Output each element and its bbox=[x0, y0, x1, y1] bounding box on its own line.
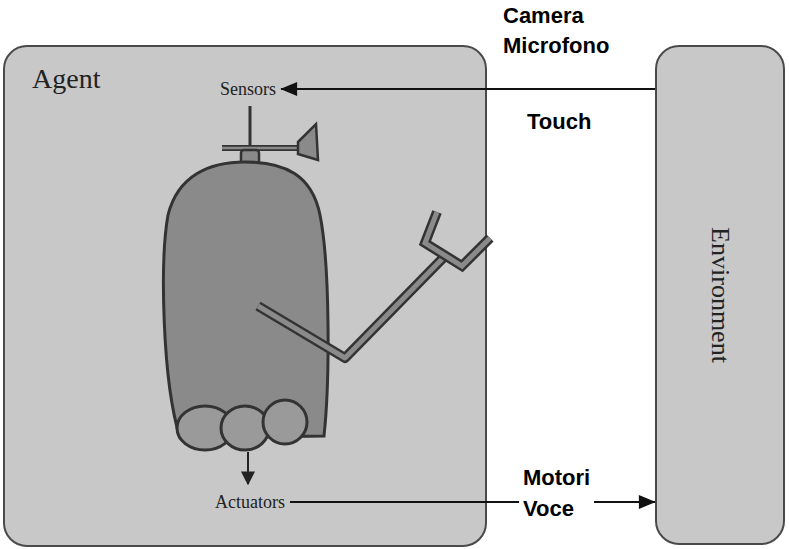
robot-body bbox=[164, 162, 329, 438]
node-title: Actuators bbox=[215, 492, 285, 513]
sensor-list: Camera Microfono bbox=[503, 1, 609, 61]
wheel bbox=[221, 406, 269, 450]
robot-arm bbox=[258, 256, 445, 358]
edge-label: Motori Voce bbox=[519, 462, 594, 524]
actuator-pointer bbox=[247, 452, 249, 484]
rotated-title: Environment bbox=[705, 227, 735, 363]
action-arrow bbox=[290, 501, 655, 503]
sensors-label: Sensors bbox=[215, 77, 281, 102]
actuators-label: Actuators bbox=[210, 490, 290, 515]
robot-arm-fill bbox=[258, 256, 445, 358]
gripper-fill bbox=[425, 212, 490, 266]
environment-box: Environment bbox=[655, 45, 785, 545]
sensor-list: Touch bbox=[527, 107, 591, 137]
node-title: Agent bbox=[32, 63, 100, 95]
percept-arrow bbox=[281, 88, 655, 90]
sensor-bar bbox=[222, 145, 300, 151]
node-title: Sensors bbox=[220, 79, 276, 100]
microphone-horn bbox=[298, 124, 318, 160]
gripper bbox=[425, 212, 490, 266]
sensor-bar-fill bbox=[222, 147, 300, 150]
sensor-mast bbox=[249, 106, 252, 150]
robot bbox=[164, 106, 490, 484]
wheel bbox=[263, 400, 307, 444]
